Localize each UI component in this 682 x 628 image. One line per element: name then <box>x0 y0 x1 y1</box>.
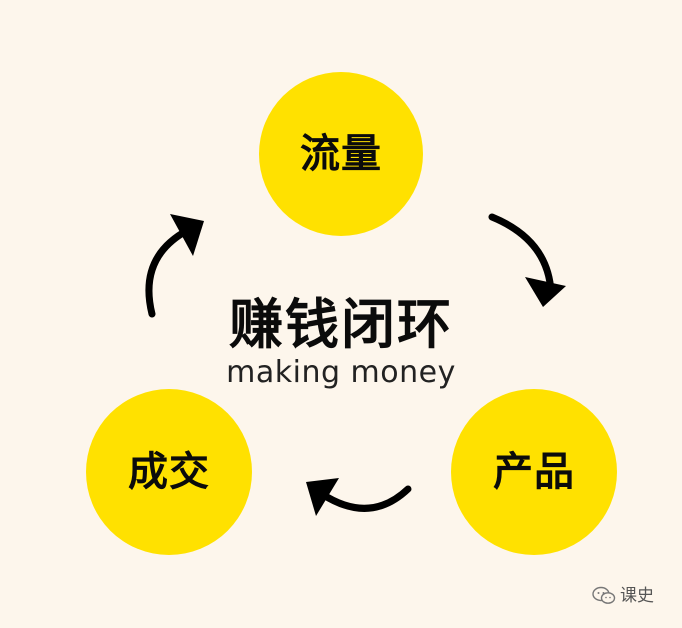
wechat-icon <box>592 586 616 604</box>
node-traffic-label: 流量 <box>300 131 382 177</box>
node-traffic: 流量 <box>259 72 423 236</box>
node-product: 产品 <box>451 389 617 555</box>
arrow-traffic-to-product <box>488 213 566 307</box>
diagram-title: 赚钱闭环 <box>229 293 453 356</box>
node-deal: 成交 <box>86 389 252 555</box>
diagram-subtitle: making money <box>226 355 456 390</box>
watermark: 课史 <box>592 586 654 606</box>
arrow-product-to-deal <box>306 478 412 516</box>
node-product-label: 产品 <box>493 449 575 495</box>
watermark-text: 课史 <box>620 585 654 606</box>
arrow-deal-to-traffic <box>145 214 204 318</box>
node-deal-label: 成交 <box>128 449 210 495</box>
